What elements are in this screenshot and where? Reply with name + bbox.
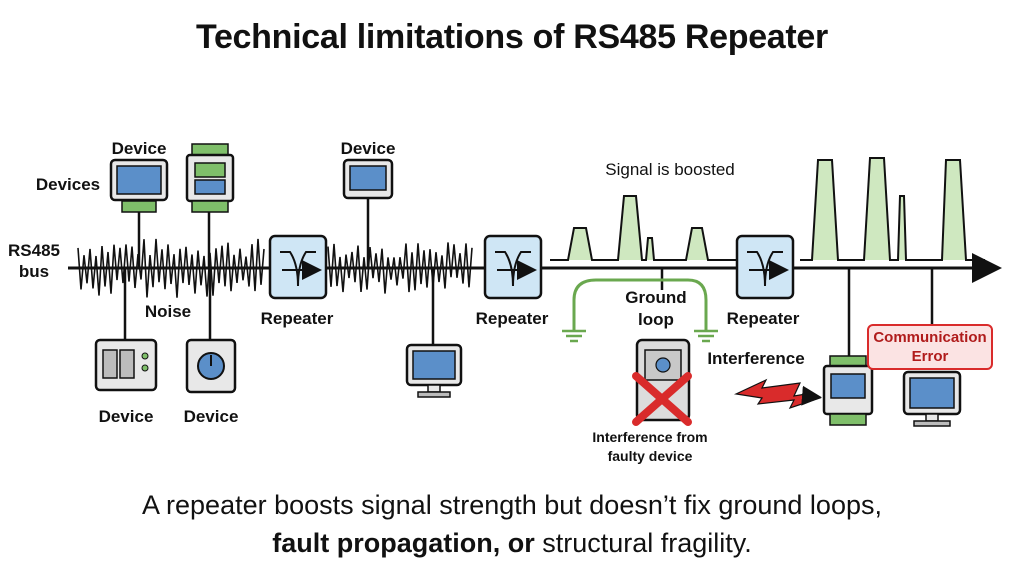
ground-symbol-right xyxy=(694,329,718,343)
page-title: Technical limitations of RS485 Repeater xyxy=(196,18,828,56)
label-repeater-2: Repeater xyxy=(476,309,549,328)
device-connectors xyxy=(123,198,934,370)
faulty-x-icon xyxy=(632,372,692,426)
label-device-top-mid: Device xyxy=(341,139,396,158)
boosted-signal-pulses xyxy=(550,157,985,261)
label-repeater-1: Repeater xyxy=(261,309,334,328)
interference-bolt-icon xyxy=(733,378,822,410)
label-comm-error-line1: Communication xyxy=(873,329,986,346)
device-monitor-top-mid xyxy=(342,158,394,200)
label-ground-loop-line1: Ground xyxy=(625,288,686,307)
ground-symbol-left xyxy=(562,329,586,343)
label-ground-loop-line2: loop xyxy=(638,310,674,329)
device-monitor-top-left xyxy=(109,158,169,213)
device-monitor-right xyxy=(902,370,962,427)
label-device-bottom-1: Device xyxy=(99,407,154,426)
repeater-3 xyxy=(735,234,795,300)
label-device-bottom-2: Device xyxy=(184,407,239,426)
label-interference: Interference xyxy=(707,349,804,368)
label-rs485-line2: bus xyxy=(19,262,49,281)
label-comm-error-line2: Error xyxy=(912,348,949,365)
device-controller-bottom-left xyxy=(94,338,158,392)
caption-line-1: A repeater boosts signal strength but do… xyxy=(142,490,882,520)
device-din-right xyxy=(822,355,874,426)
label-repeater-3: Repeater xyxy=(727,309,800,328)
caption-line-2: fault propagation, or structural fragili… xyxy=(0,528,1024,559)
device-meter-bottom xyxy=(185,338,237,394)
noise-waveform-2 xyxy=(327,242,473,294)
label-interference-from-line2: faulty device xyxy=(608,448,693,464)
label-noise: Noise xyxy=(145,302,191,321)
caption-bold-part: fault propagation, or xyxy=(272,528,535,558)
label-devices: Devices xyxy=(36,175,100,194)
device-monitor-bottom-mid xyxy=(405,343,463,398)
repeater-1 xyxy=(268,234,328,300)
repeater-2 xyxy=(483,234,543,300)
caption-rest-part: structural fragility. xyxy=(534,528,752,558)
ground-loop xyxy=(572,278,708,330)
label-device-top-left: Device xyxy=(112,139,167,158)
label-signal-boosted: Signal is boosted xyxy=(605,160,734,179)
label-rs485-line1: RS485 xyxy=(8,241,60,260)
comm-error-box xyxy=(867,324,993,370)
device-din-top xyxy=(185,143,235,213)
label-interference-from-line1: Interference from xyxy=(592,429,707,445)
faulty-device xyxy=(635,338,691,422)
